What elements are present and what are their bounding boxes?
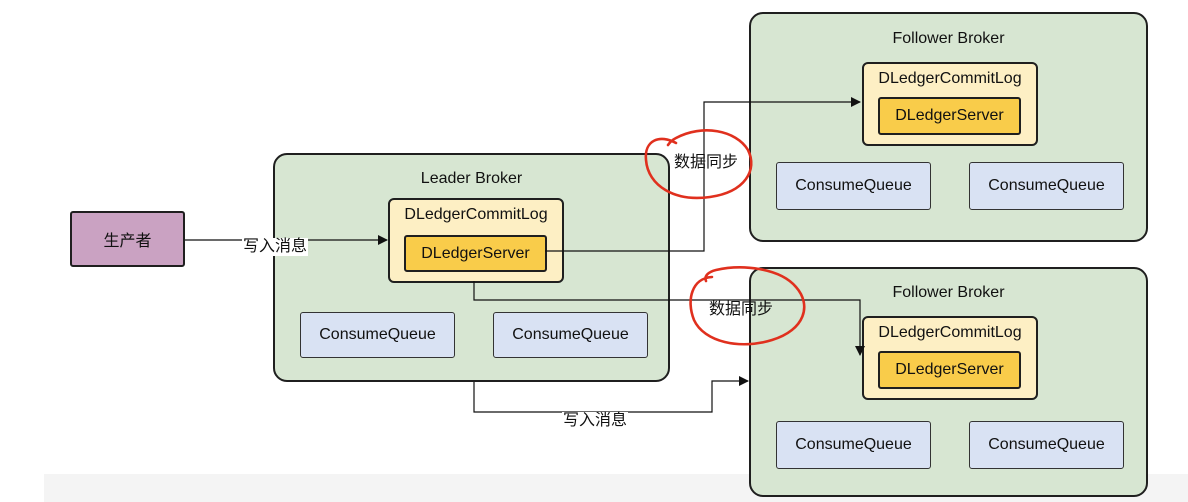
leader-dledger-server: DLedgerServer: [404, 235, 547, 272]
leader-consume-queue-1: ConsumeQueue: [300, 312, 455, 358]
leader-consume-queue-2: ConsumeQueue: [493, 312, 648, 358]
edge-leader-write-to-follower-bottom: [473, 376, 749, 413]
follower-top-dledger-server: DLedgerServer: [878, 97, 1021, 135]
highlight-circle-top: [644, 129, 753, 200]
follower-broker-top: Follower Broker DLedgerCommitLog DLedger…: [749, 12, 1148, 242]
edge-label-sync-top: 数据同步: [674, 154, 739, 171]
edge-leader-to-follower-bottom: [473, 281, 865, 356]
follower-bottom-title: Follower Broker: [892, 284, 1005, 301]
follower-bottom-consume-queue-2: ConsumeQueue: [969, 421, 1124, 469]
follower-bottom-commitlog: DLedgerCommitLog DLedgerServer: [862, 316, 1038, 400]
follower-top-commitlog: DLedgerCommitLog DLedgerServer: [862, 62, 1038, 146]
follower-top-consume-queue-2: ConsumeQueue: [969, 162, 1124, 210]
edge-leader-to-follower-top: [545, 97, 861, 252]
leader-commitlog-title: DLedgerCommitLog: [404, 206, 548, 223]
edge-label-write-to-leader: 写入消息: [242, 238, 309, 256]
follower-top-consume-queue-1: ConsumeQueue: [776, 162, 931, 210]
leader-broker: Leader Broker DLedgerCommitLog DLedgerSe…: [273, 153, 670, 382]
producer-node: 生产者: [70, 211, 185, 267]
edge-label-sync-bottom: 数据同步: [709, 301, 774, 318]
edge-label-write-to-follower: 写入消息: [562, 412, 629, 430]
follower-top-commitlog-title: DLedgerCommitLog: [878, 70, 1022, 87]
follower-bottom-consume-queue-1: ConsumeQueue: [776, 421, 931, 469]
follower-bottom-commitlog-title: DLedgerCommitLog: [878, 324, 1022, 341]
follower-broker-bottom: Follower Broker DLedgerCommitLog DLedger…: [749, 267, 1148, 497]
leader-commitlog: DLedgerCommitLog DLedgerServer: [388, 198, 564, 283]
follower-top-title: Follower Broker: [892, 30, 1005, 47]
leader-broker-title: Leader Broker: [420, 170, 523, 187]
producer-label: 生产者: [103, 233, 152, 250]
follower-bottom-dledger-server: DLedgerServer: [878, 351, 1021, 389]
highlight-circle-bottom: [689, 266, 806, 346]
